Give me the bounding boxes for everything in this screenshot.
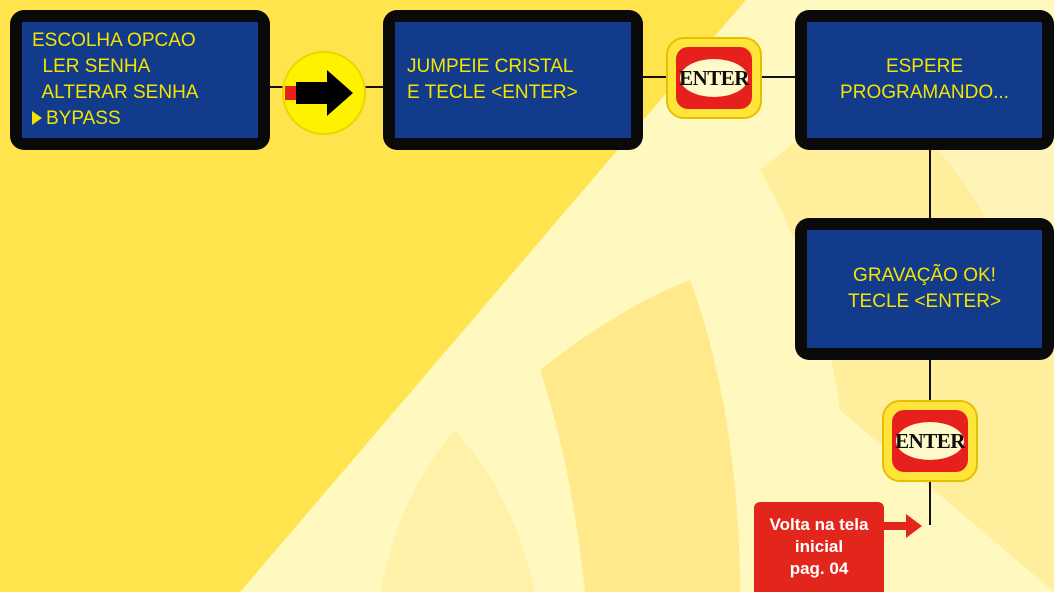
programming-line-2: PROGRAMANDO... — [840, 82, 1009, 103]
return-note-line-1: Volta na tela — [769, 515, 869, 534]
arrow-right-icon — [282, 51, 366, 135]
jumper-line-1: JUMPEIE CRISTAL — [407, 56, 574, 77]
lcd-display: GRAVAÇÃO OK! TECLE <ENTER> — [807, 230, 1042, 348]
return-note-line-2: inicial — [794, 537, 844, 556]
screen-programming: ESPERE PROGRAMANDO... — [795, 10, 1054, 150]
menu-option-alterar-senha: ALTERAR SENHA — [32, 82, 199, 103]
red-arrow-right-icon — [884, 514, 922, 538]
done-line-2: TECLE <ENTER> — [847, 291, 1002, 312]
menu-title: ESCOLHA OPCAO — [32, 30, 196, 51]
menu-option-bypass: BYPASS — [32, 106, 258, 132]
return-note-line-3: pag. 04 — [789, 559, 849, 578]
menu-option-ler-senha: LER SENHA — [32, 56, 151, 77]
connector-line — [929, 150, 931, 222]
enter-key-label: ENTER — [895, 428, 965, 453]
lcd-display: JUMPEIE CRISTAL E TECLE <ENTER> — [395, 22, 631, 138]
programming-line-1: ESPERE — [885, 56, 964, 77]
screen-jumper: JUMPEIE CRISTAL E TECLE <ENTER> — [383, 10, 643, 150]
jumper-line-2: E TECLE <ENTER> — [407, 82, 578, 103]
return-note: Volta na tela inicial pag. 04 — [754, 502, 884, 592]
lcd-display: ESPERE PROGRAMANDO... — [807, 22, 1042, 138]
enter-key: ENTER — [882, 400, 978, 482]
lcd-display: ESCOLHA OPCAO LER SENHA ALTERAR SENHA BY… — [22, 22, 258, 138]
screen-menu: ESCOLHA OPCAO LER SENHA ALTERAR SENHA BY… — [10, 10, 270, 150]
screen-done: GRAVAÇÃO OK! TECLE <ENTER> — [795, 218, 1054, 360]
enter-key: ENTER — [666, 37, 762, 119]
enter-key-label: ENTER — [679, 65, 749, 90]
done-line-1: GRAVAÇÃO OK! — [853, 265, 996, 286]
